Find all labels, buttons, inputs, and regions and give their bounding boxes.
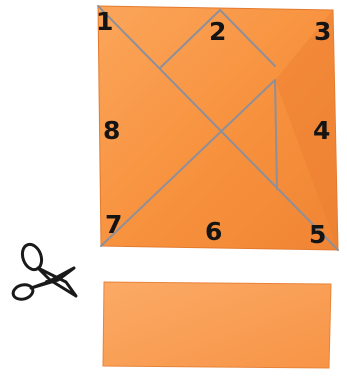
label-4: 4 bbox=[313, 116, 330, 145]
label-2: 2 bbox=[209, 17, 226, 46]
label-6: 6 bbox=[205, 217, 222, 246]
scissors-icon bbox=[12, 242, 76, 302]
label-7: 7 bbox=[105, 210, 122, 239]
label-1: 1 bbox=[96, 7, 113, 36]
label-5: 5 bbox=[309, 220, 326, 249]
paper-strip bbox=[103, 282, 331, 368]
folded-paper-square: 1 2 3 4 5 6 7 8 bbox=[96, 6, 338, 250]
label-3: 3 bbox=[314, 17, 331, 46]
label-8: 8 bbox=[103, 116, 120, 145]
